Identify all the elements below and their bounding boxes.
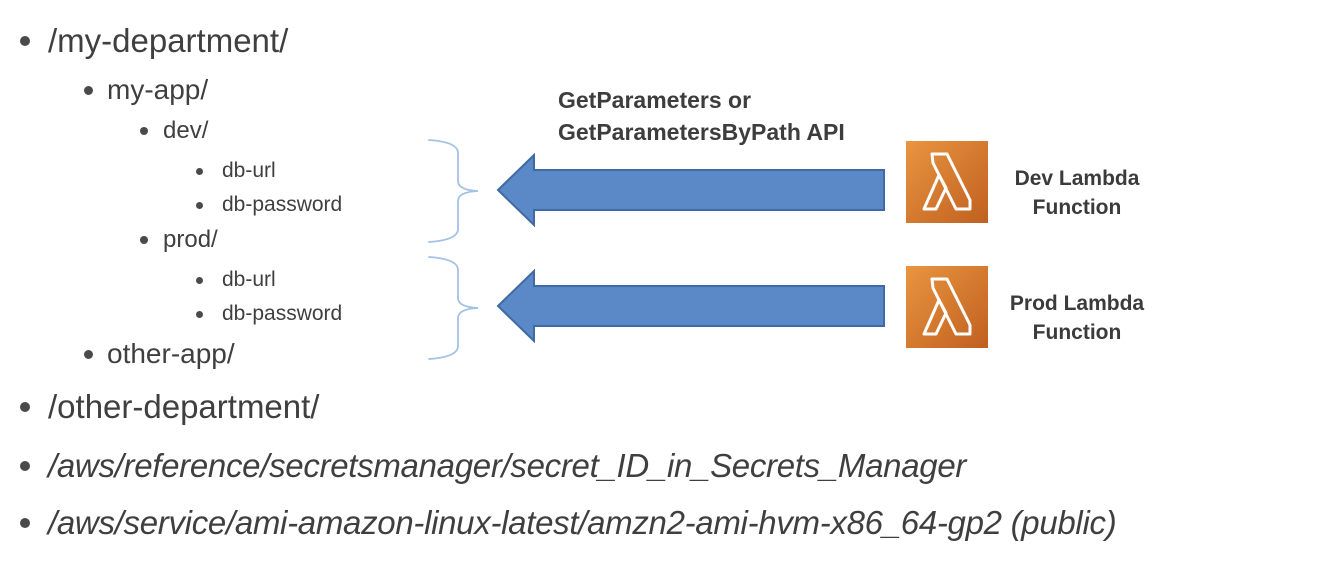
tree-item-label: db-password	[222, 302, 343, 325]
api-caption-line2: GetParametersByPath API	[558, 119, 845, 145]
tree-item-label: /my-department/	[48, 22, 289, 59]
bullet-icon	[20, 518, 30, 528]
dev-arrow-left-icon	[496, 153, 885, 227]
prod-group-brace	[428, 256, 479, 360]
tree-item-label: db-password	[222, 193, 343, 216]
tree-item: db-url	[196, 159, 276, 183]
prod-arrow-left-icon	[496, 269, 885, 343]
tree-item-label: db-url	[222, 159, 276, 182]
lambda-icon	[906, 141, 988, 223]
bullet-icon	[20, 461, 30, 471]
tree-item-label: /other-department/	[48, 388, 320, 425]
bullet-icon	[84, 85, 93, 95]
tree-item: my-app/	[84, 74, 208, 106]
tree-item-label: /aws/reference/secretsmanager/secret_ID_…	[48, 447, 967, 484]
api-caption-line1: GetParameters or	[558, 87, 752, 113]
bullet-icon	[196, 310, 203, 318]
tree-item: /aws/reference/secretsmanager/secret_ID_…	[20, 447, 966, 485]
prod-lambda-label-line1: Prod Lambda	[1009, 292, 1145, 315]
tree-item-label: prod/	[163, 226, 218, 253]
bullet-icon	[20, 402, 30, 412]
bullet-icon	[196, 167, 203, 175]
tree-item: other-app/	[84, 338, 235, 370]
dev-group-brace	[428, 139, 479, 243]
prod-lambda-label: Prod Lambda Function	[992, 289, 1162, 347]
tree-item: prod/	[140, 226, 218, 254]
dev-lambda-label-line2: Function	[1032, 196, 1122, 219]
tree-item: db-password	[196, 302, 342, 326]
tree-item-label: db-url	[222, 268, 276, 291]
bullet-icon	[20, 36, 30, 46]
bullet-icon	[196, 201, 203, 209]
bullet-icon	[196, 276, 203, 284]
dev-lambda-label-line1: Dev Lambda	[1014, 167, 1140, 190]
tree-item: db-password	[196, 193, 342, 217]
bullet-icon	[140, 127, 148, 135]
tree-item: /other-department/	[20, 388, 319, 426]
tree-item: dev/	[140, 117, 208, 145]
bullet-icon	[140, 236, 148, 244]
tree-item-label: /aws/service/ami-amazon-linux-latest/amz…	[48, 504, 1117, 541]
prod-lambda-label-line2: Function	[1032, 321, 1122, 344]
tree-item-label: dev/	[163, 117, 209, 144]
dev-lambda-label: Dev Lambda Function	[992, 164, 1162, 222]
lambda-icon	[906, 266, 988, 348]
bullet-icon	[84, 349, 93, 359]
tree-item: db-url	[196, 268, 276, 292]
tree-item-label: other-app/	[107, 338, 235, 369]
tree-item: /aws/service/ami-amazon-linux-latest/amz…	[20, 504, 1117, 542]
tree-item: /my-department/	[20, 22, 288, 60]
tree-item-label: my-app/	[107, 74, 209, 105]
api-caption: GetParameters or GetParametersByPath API	[558, 84, 845, 148]
